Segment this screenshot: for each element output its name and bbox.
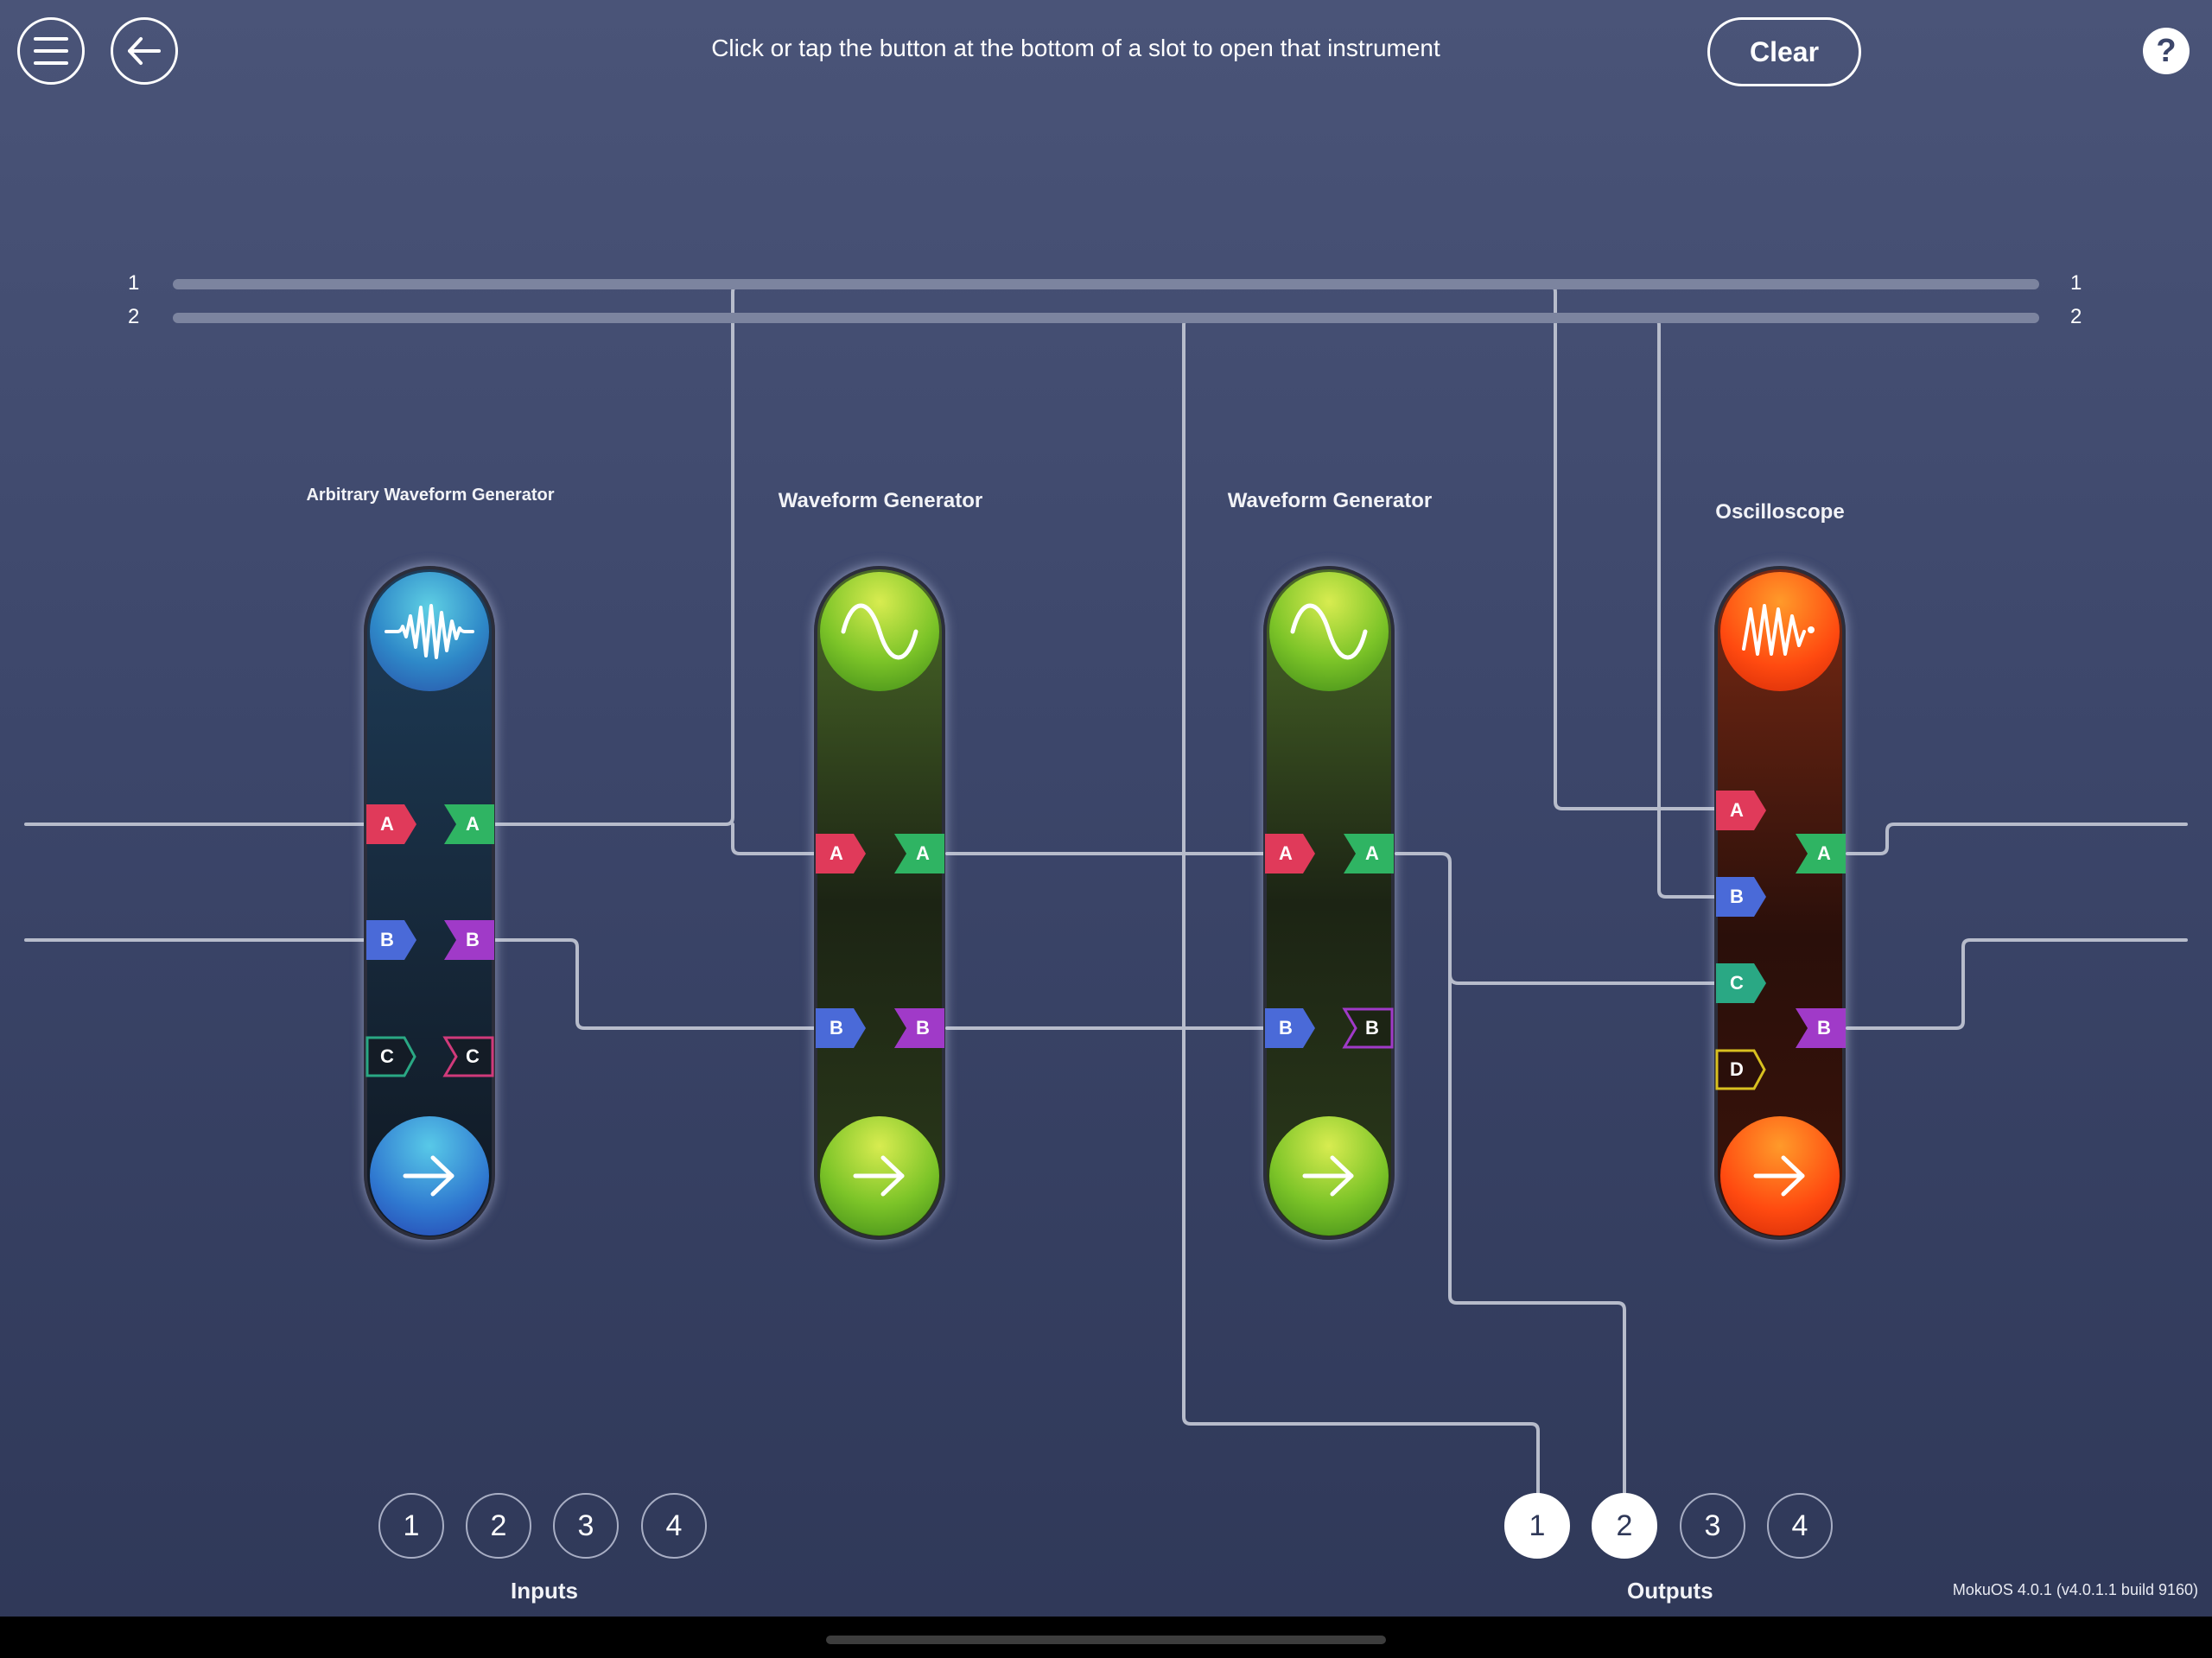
osc-input-d[interactable]: D — [1714, 1048, 1768, 1091]
back-button[interactable] — [111, 17, 178, 85]
slot-3-waveform-generator — [1263, 566, 1395, 1240]
slot-2-open-button[interactable] — [820, 1116, 939, 1236]
slot-1-open-button[interactable] — [370, 1116, 489, 1236]
instruction-text: Click or tap the button at the bottom of… — [711, 35, 1440, 61]
home-indicator[interactable] — [826, 1636, 1386, 1644]
slot-1-instrument-button[interactable] — [370, 572, 489, 691]
awg-output-c[interactable]: C — [442, 1035, 496, 1078]
wg2-input-a[interactable]: A — [1263, 832, 1317, 875]
slot-3-instrument-button[interactable] — [1269, 572, 1389, 691]
arrow-right-icon — [403, 1155, 454, 1197]
outputs-title: Outputs — [1627, 1578, 1713, 1604]
bus-2 — [173, 313, 2039, 323]
osc-output-b[interactable]: B — [1794, 1007, 1847, 1050]
bus-1 — [173, 279, 2039, 289]
awg-output-a[interactable]: A — [442, 803, 496, 846]
oscilloscope-trace-icon — [1742, 604, 1815, 656]
wg1-output-a[interactable]: A — [893, 832, 946, 875]
input-1-button[interactable]: 1 — [378, 1493, 444, 1559]
awg-output-b[interactable]: B — [442, 918, 496, 962]
arrow-right-icon — [1753, 1155, 1805, 1197]
osc-output-a[interactable]: A — [1794, 832, 1847, 875]
slot-4-open-button[interactable] — [1720, 1116, 1840, 1236]
slot-3-title: Waveform Generator — [1227, 489, 1433, 512]
input-4-button[interactable]: 4 — [641, 1493, 707, 1559]
sine-wave-icon — [1290, 603, 1368, 660]
bus-1-label-right: 1 — [2070, 271, 2082, 295]
osc-input-a[interactable]: A — [1714, 789, 1768, 832]
slot-1-title: Arbitrary Waveform Generator — [306, 486, 555, 505]
output-1-button[interactable]: 1 — [1504, 1493, 1570, 1559]
bus-2-label-left: 2 — [128, 305, 140, 328]
slot-4-title: Oscilloscope — [1715, 500, 1845, 524]
wg1-output-b[interactable]: B — [893, 1007, 946, 1050]
input-2-button[interactable]: 2 — [466, 1493, 531, 1559]
help-button[interactable]: ? — [2143, 28, 2190, 74]
osc-input-c[interactable]: C — [1714, 962, 1768, 1005]
menu-button[interactable] — [17, 17, 85, 85]
output-2-button[interactable]: 2 — [1592, 1493, 1657, 1559]
awg-input-b[interactable]: B — [365, 918, 418, 962]
wg2-input-b[interactable]: B — [1263, 1007, 1317, 1050]
bus-2-label-right: 2 — [2070, 305, 2082, 328]
bus-1-label-left: 1 — [128, 271, 140, 295]
awg-input-a[interactable]: A — [365, 803, 418, 846]
slot-2-title: Waveform Generator — [778, 489, 983, 512]
arbitrary-waveform-icon — [385, 604, 474, 659]
wg2-output-a[interactable]: A — [1342, 832, 1395, 875]
slot-4-instrument-button[interactable] — [1720, 572, 1840, 691]
awg-input-c[interactable]: C — [365, 1035, 418, 1078]
slot-2-instrument-button[interactable] — [820, 572, 939, 691]
arrow-right-icon — [853, 1155, 905, 1197]
arrow-left-icon — [128, 37, 161, 65]
output-3-button[interactable]: 3 — [1680, 1493, 1745, 1559]
arrow-right-icon — [1302, 1155, 1354, 1197]
slot-3-open-button[interactable] — [1269, 1116, 1389, 1236]
osc-input-b[interactable]: B — [1714, 875, 1768, 918]
output-4-button[interactable]: 4 — [1767, 1493, 1833, 1559]
wg1-input-b[interactable]: B — [814, 1007, 868, 1050]
version-label: MokuOS 4.0.1 (v4.0.1.1 build 9160) — [1952, 1581, 2198, 1598]
wg2-output-b[interactable]: B — [1342, 1007, 1395, 1050]
wg1-input-a[interactable]: A — [814, 832, 868, 875]
hamburger-menu-icon — [34, 37, 68, 65]
input-3-button[interactable]: 3 — [553, 1493, 619, 1559]
inputs-title: Inputs — [511, 1578, 578, 1604]
slot-1-awg — [364, 566, 495, 1240]
slot-2-waveform-generator — [814, 566, 945, 1240]
clear-button[interactable]: Clear — [1707, 17, 1861, 86]
sine-wave-icon — [841, 603, 918, 660]
